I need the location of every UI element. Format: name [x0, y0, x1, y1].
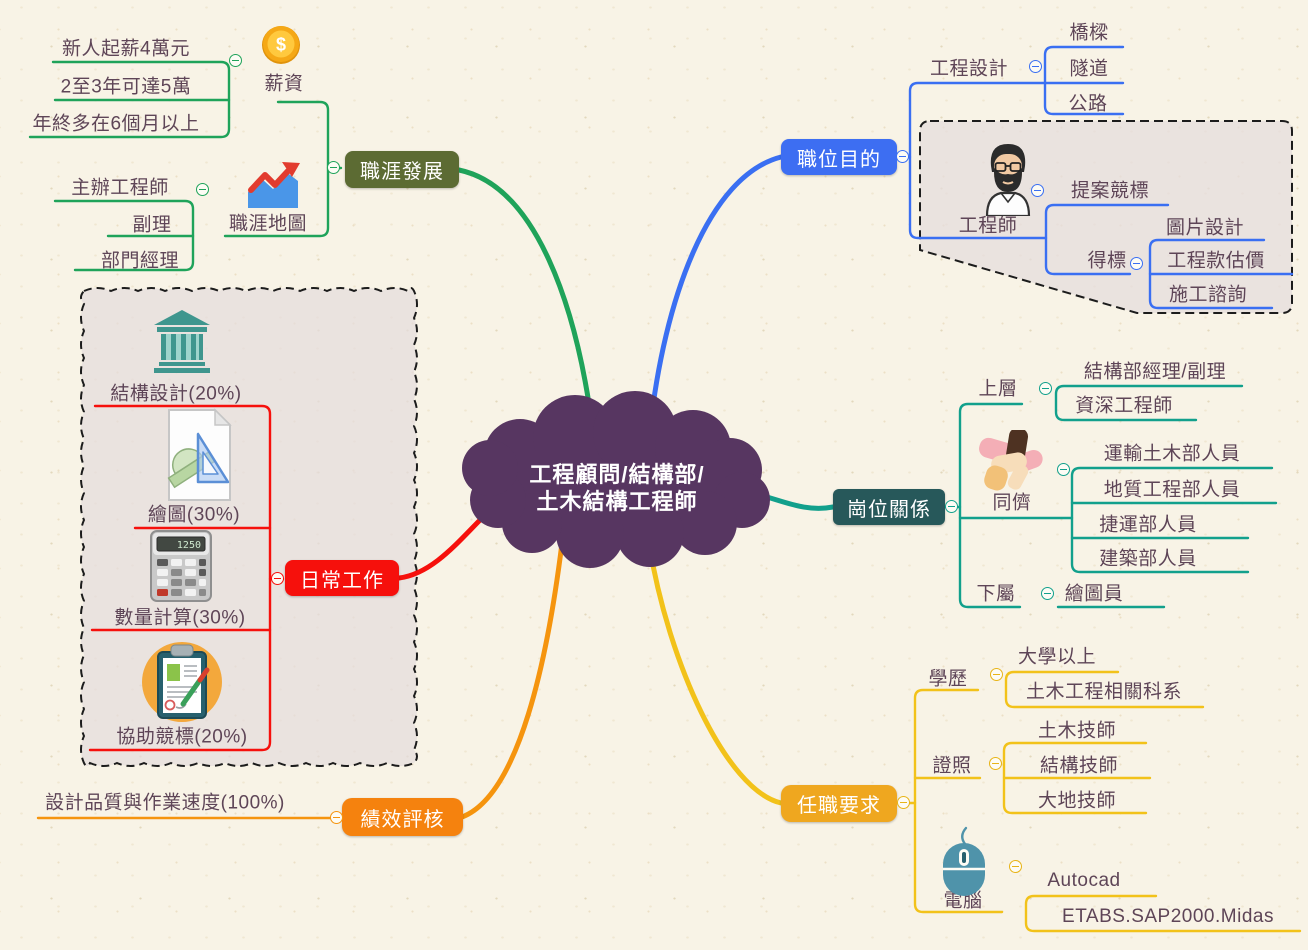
- node-job-requirements[interactable]: 任職要求: [781, 785, 897, 822]
- drafting-tools-icon[interactable]: [162, 408, 236, 507]
- collapse-icon-relations[interactable]: [945, 500, 958, 513]
- label-autocad[interactable]: Autocad: [1047, 870, 1121, 891]
- label-salary[interactable]: 薪資: [264, 73, 304, 95]
- svg-text:1250: 1250: [177, 540, 201, 551]
- collapse-icon-salary[interactable]: [229, 54, 242, 67]
- label-civil-engineering-major[interactable]: 土木工程相關科系: [1025, 681, 1183, 703]
- label-construction-consulting[interactable]: 施工諮詢: [1168, 284, 1248, 306]
- label-license[interactable]: 證照: [932, 755, 972, 777]
- label-structural-technician[interactable]: 結構技師: [1039, 755, 1119, 777]
- calculator-icon[interactable]: 1250: [149, 529, 213, 608]
- stacked-hands-icon[interactable]: [977, 428, 1045, 499]
- mouse-icon[interactable]: [940, 826, 988, 903]
- node-daily-work[interactable]: 日常工作: [285, 560, 399, 596]
- growth-chart-icon[interactable]: [246, 162, 300, 215]
- label-senior-engineer[interactable]: 資深工程師: [1075, 395, 1173, 417]
- label-year-end-bonus[interactable]: 年終多在6個月以上: [32, 113, 200, 135]
- coin-icon[interactable]: $: [261, 25, 301, 70]
- collapse-icon-education[interactable]: [990, 668, 1003, 681]
- label-computer[interactable]: 電腦: [943, 890, 983, 912]
- label-engineering-design[interactable]: 工程設計: [929, 58, 1009, 80]
- label-assist-bidding[interactable]: 協助競標(20%): [116, 726, 248, 748]
- central-topic-line1[interactable]: 工程顧問/結構部/: [529, 462, 705, 487]
- collapse-icon-license[interactable]: [989, 757, 1002, 770]
- collapse-icon-computer[interactable]: [1009, 860, 1022, 873]
- collapse-icon-requirements[interactable]: [897, 796, 910, 809]
- node-performance-review[interactable]: 績效評核: [342, 798, 463, 836]
- label-highway[interactable]: 公路: [1068, 93, 1108, 115]
- label-mrt-staff[interactable]: 捷運部人員: [1099, 514, 1197, 536]
- node-position-purpose[interactable]: 職位目的: [781, 139, 897, 175]
- label-proposal-bidding[interactable]: 提案競標: [1070, 180, 1150, 202]
- collapse-icon-career[interactable]: [327, 161, 340, 174]
- label-department-manager[interactable]: 部門經理: [100, 250, 180, 272]
- label-win-bid[interactable]: 得標: [1087, 250, 1127, 272]
- collapse-icon-design[interactable]: [1029, 60, 1042, 73]
- label-geotechnical-technician[interactable]: 大地技師: [1037, 790, 1117, 812]
- label-bridge[interactable]: 橋樑: [1069, 22, 1109, 44]
- label-career-map[interactable]: 職涯地圖: [228, 213, 308, 235]
- label-cost-estimation[interactable]: 工程款估價: [1167, 250, 1265, 272]
- collapse-icon-purpose[interactable]: [896, 150, 909, 163]
- central-topic-cloud[interactable]: [462, 391, 770, 568]
- collapse-icon-career-map[interactable]: [196, 183, 209, 196]
- collapse-icon-subordinates[interactable]: [1041, 587, 1054, 600]
- label-transport-civil-staff[interactable]: 運輸土木部人員: [1103, 443, 1241, 465]
- label-deputy-manager[interactable]: 副理: [132, 214, 172, 236]
- label-structural-design[interactable]: 結構設計(20%): [110, 383, 242, 405]
- node-career-development[interactable]: 職涯發展: [345, 151, 459, 188]
- relations-branch-lines: [942, 384, 1278, 609]
- collapse-icon-daily[interactable]: [271, 572, 284, 585]
- collapse-icon-engineer[interactable]: [1031, 184, 1044, 197]
- central-topic-line2[interactable]: 土木結構工程師: [536, 489, 698, 514]
- main-branch-curves: [396, 154, 836, 820]
- label-education[interactable]: 學歷: [928, 668, 968, 690]
- engineer-avatar[interactable]: [979, 140, 1037, 221]
- requirements-branch-lines: [895, 670, 1302, 933]
- label-quantity-calculation[interactable]: 數量計算(30%): [114, 607, 246, 629]
- collapse-icon-performance[interactable]: [330, 811, 343, 824]
- collapse-icon-win-bid[interactable]: [1130, 257, 1143, 270]
- bank-icon[interactable]: [152, 308, 212, 379]
- clipboard-icon[interactable]: [138, 640, 226, 729]
- svg-text:$: $: [276, 35, 286, 55]
- purpose-branch-lines: [895, 45, 1294, 310]
- label-etabs-sap2000-midas[interactable]: ETABS.SAP2000.Midas: [1062, 906, 1274, 927]
- label-peers[interactable]: 同儕: [992, 492, 1032, 514]
- label-drawing-design[interactable]: 圖片設計: [1165, 217, 1245, 239]
- label-tunnel[interactable]: 隧道: [1069, 58, 1109, 80]
- label-salary-growth[interactable]: 2至3年可達5萬: [60, 76, 192, 98]
- label-geology-staff[interactable]: 地質工程部人員: [1103, 479, 1241, 501]
- label-civil-technician[interactable]: 土木技師: [1037, 720, 1117, 742]
- label-lead-engineer[interactable]: 主辦工程師: [71, 177, 169, 199]
- label-subordinates[interactable]: 下屬: [976, 583, 1016, 605]
- label-university-or-above[interactable]: 大學以上: [1017, 646, 1097, 668]
- label-design-quality-speed[interactable]: 設計品質與作業速度(100%): [45, 792, 285, 814]
- collapse-icon-upper[interactable]: [1039, 382, 1052, 395]
- label-upper-level[interactable]: 上層: [978, 378, 1018, 400]
- label-starting-salary[interactable]: 新人起薪4萬元: [61, 38, 191, 60]
- node-position-relations[interactable]: 崗位關係: [833, 489, 945, 525]
- label-engineer[interactable]: 工程師: [958, 215, 1018, 237]
- label-draftsman[interactable]: 繪圖員: [1064, 583, 1124, 605]
- collapse-icon-peers[interactable]: [1057, 463, 1070, 476]
- label-structure-manager[interactable]: 結構部經理/副理: [1083, 361, 1227, 383]
- label-architecture-staff[interactable]: 建築部人員: [1099, 548, 1197, 570]
- label-drawing[interactable]: 繪圖(30%): [147, 504, 241, 526]
